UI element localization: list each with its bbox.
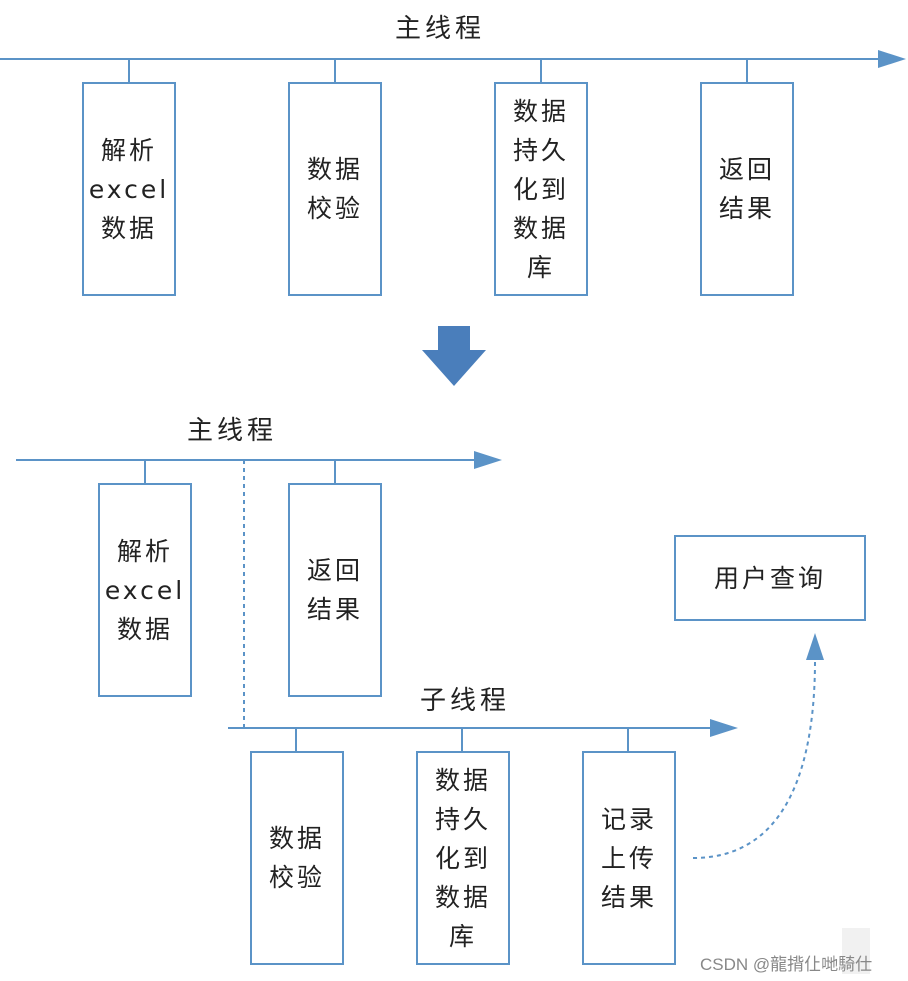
sub-thread-line <box>228 719 738 737</box>
watermark-text: CSDN @龍揹仩哋騎仕 <box>700 955 873 974</box>
bottom-step-return-text: 返回 结果 <box>306 556 363 624</box>
top-step-parse-excel: 解析 excel 数据 <box>82 82 176 296</box>
upload-to-query-dashed-arrow <box>692 633 824 859</box>
top-main-thread-label: 主线程 <box>395 14 486 44</box>
top-connectors <box>128 59 748 83</box>
bottom-main-thread-line <box>16 451 502 469</box>
sub-step-persist: 数据 持久 化到 数据 库 <box>416 751 510 965</box>
sub-step-persist-text: 数据 持久 化到 数据 库 <box>434 765 491 951</box>
sub-step-record-upload-text: 记录 上传 结果 <box>600 804 657 912</box>
bottom-main-thread-label: 主线程 <box>187 416 278 446</box>
top-step-parse-excel-text: 解析 excel 数据 <box>88 135 170 243</box>
top-main-thread-line <box>0 50 906 68</box>
bottom-step-parse-excel: 解析 excel 数据 <box>98 483 192 697</box>
sub-step-validate-text: 数据 校验 <box>268 824 325 892</box>
bottom-step-parse-excel-text: 解析 excel 数据 <box>104 536 186 644</box>
top-step-validate-text: 数据 校验 <box>306 155 363 223</box>
top-step-return-text: 返回 结果 <box>718 155 775 223</box>
sub-connectors <box>295 728 629 752</box>
user-query-text: 用户查询 <box>713 563 826 593</box>
down-arrow-icon <box>422 326 486 386</box>
top-step-return: 返回 结果 <box>700 82 794 296</box>
bottom-main-connectors <box>144 460 336 484</box>
watermark-mark <box>842 928 870 974</box>
sub-step-record-upload: 记录 上传 结果 <box>582 751 676 965</box>
user-query-box: 用户查询 <box>674 535 866 621</box>
sub-thread-label: 子线程 <box>420 686 511 716</box>
top-step-validate: 数据 校验 <box>288 82 382 296</box>
bottom-step-return: 返回 结果 <box>288 483 382 697</box>
top-step-persist: 数据 持久 化到 数据 库 <box>494 82 588 296</box>
sub-step-validate: 数据 校验 <box>250 751 344 965</box>
top-step-persist-text: 数据 持久 化到 数据 库 <box>512 96 569 282</box>
